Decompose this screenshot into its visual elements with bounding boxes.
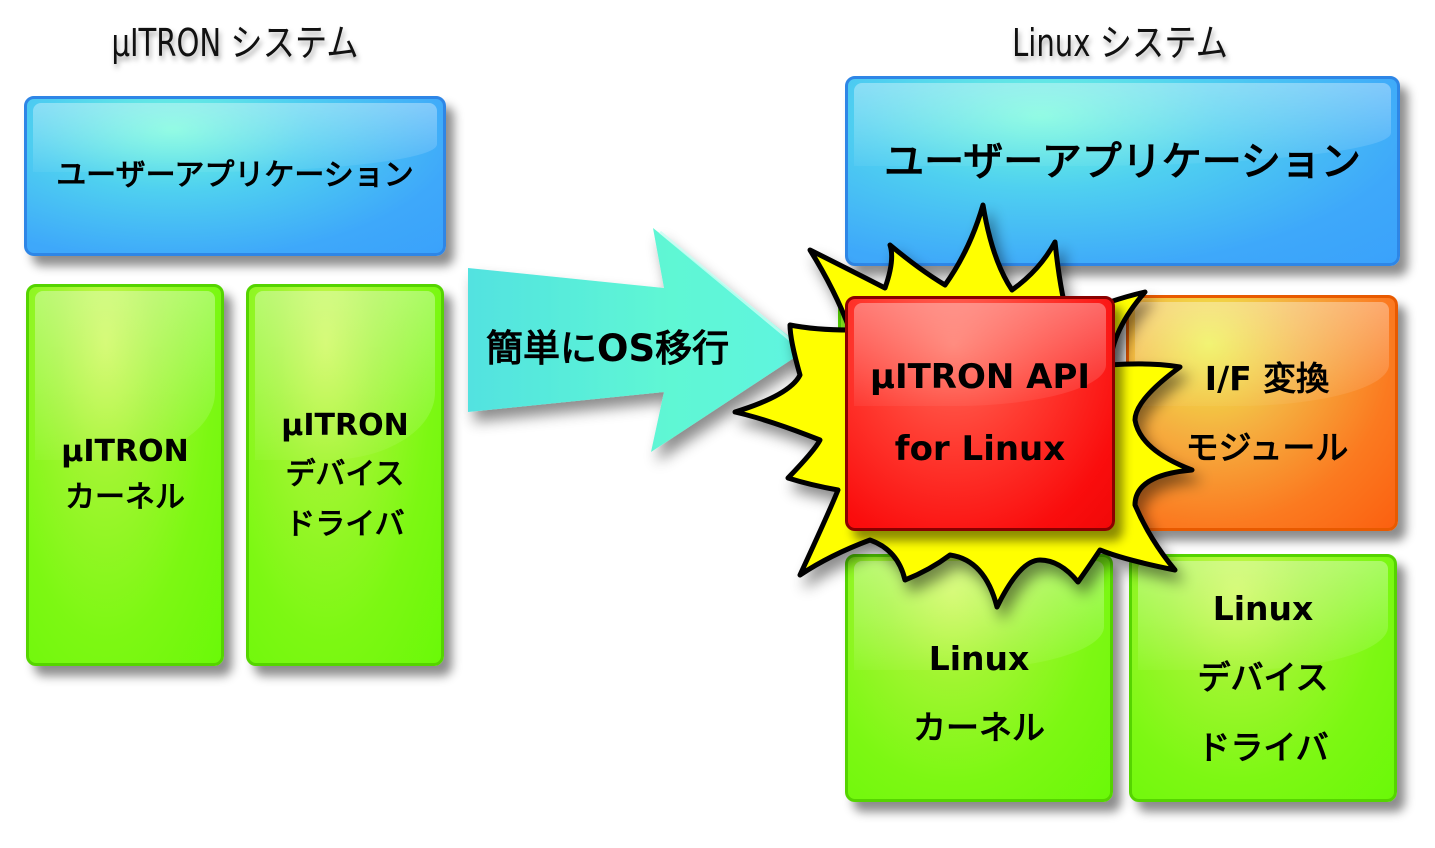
right-user-application-label: ユーザーアプリケーション — [884, 139, 1361, 185]
api-box-label-line2: for Linux — [894, 428, 1066, 469]
linux-driver-label-line3: ドライバ — [1197, 727, 1329, 767]
left-system-title: μITRON システム — [111, 21, 359, 65]
right-system-title: Linux システム — [1012, 21, 1228, 65]
itron-api-for-linux-box: μITRON API for Linux — [845, 296, 1115, 531]
left-kernel-box: μITRON カーネル — [26, 284, 224, 666]
left-driver-label-line1: μITRON — [281, 407, 409, 443]
left-driver-label-line3: ドライバ — [285, 506, 405, 542]
linux-device-driver-box: Linux デバイス ドライバ — [1129, 554, 1397, 802]
linux-kernel-label-line1: Linux — [928, 638, 1030, 678]
linux-kernel-box: Linux カーネル — [845, 554, 1113, 802]
linux-driver-label-line2: デバイス — [1197, 658, 1329, 698]
linux-kernel-label-line2: カーネル — [913, 708, 1045, 747]
if-conversion-module-box: I/F 変換 モジュール — [1126, 295, 1398, 531]
right-user-application-box: ユーザーアプリケーション — [845, 76, 1400, 266]
if-module-label-line2: モジュール — [1185, 428, 1349, 467]
left-user-application-label: ユーザーアプリケーション — [56, 157, 414, 193]
api-box-label-line1: μITRON API — [869, 357, 1091, 398]
left-kernel-label-line1: μITRON — [61, 433, 189, 469]
left-kernel-label-line2: カーネル — [64, 480, 185, 515]
if-module-label-line1: I/F 変換 — [1204, 358, 1330, 398]
left-device-driver-box: μITRON デバイス ドライバ — [246, 284, 444, 666]
left-user-application-box: ユーザーアプリケーション — [24, 96, 446, 256]
linux-driver-label-line1: Linux — [1212, 589, 1314, 629]
left-driver-label-line2: デバイス — [285, 457, 405, 493]
arrow-label: 簡単にOS移行 — [486, 327, 730, 370]
